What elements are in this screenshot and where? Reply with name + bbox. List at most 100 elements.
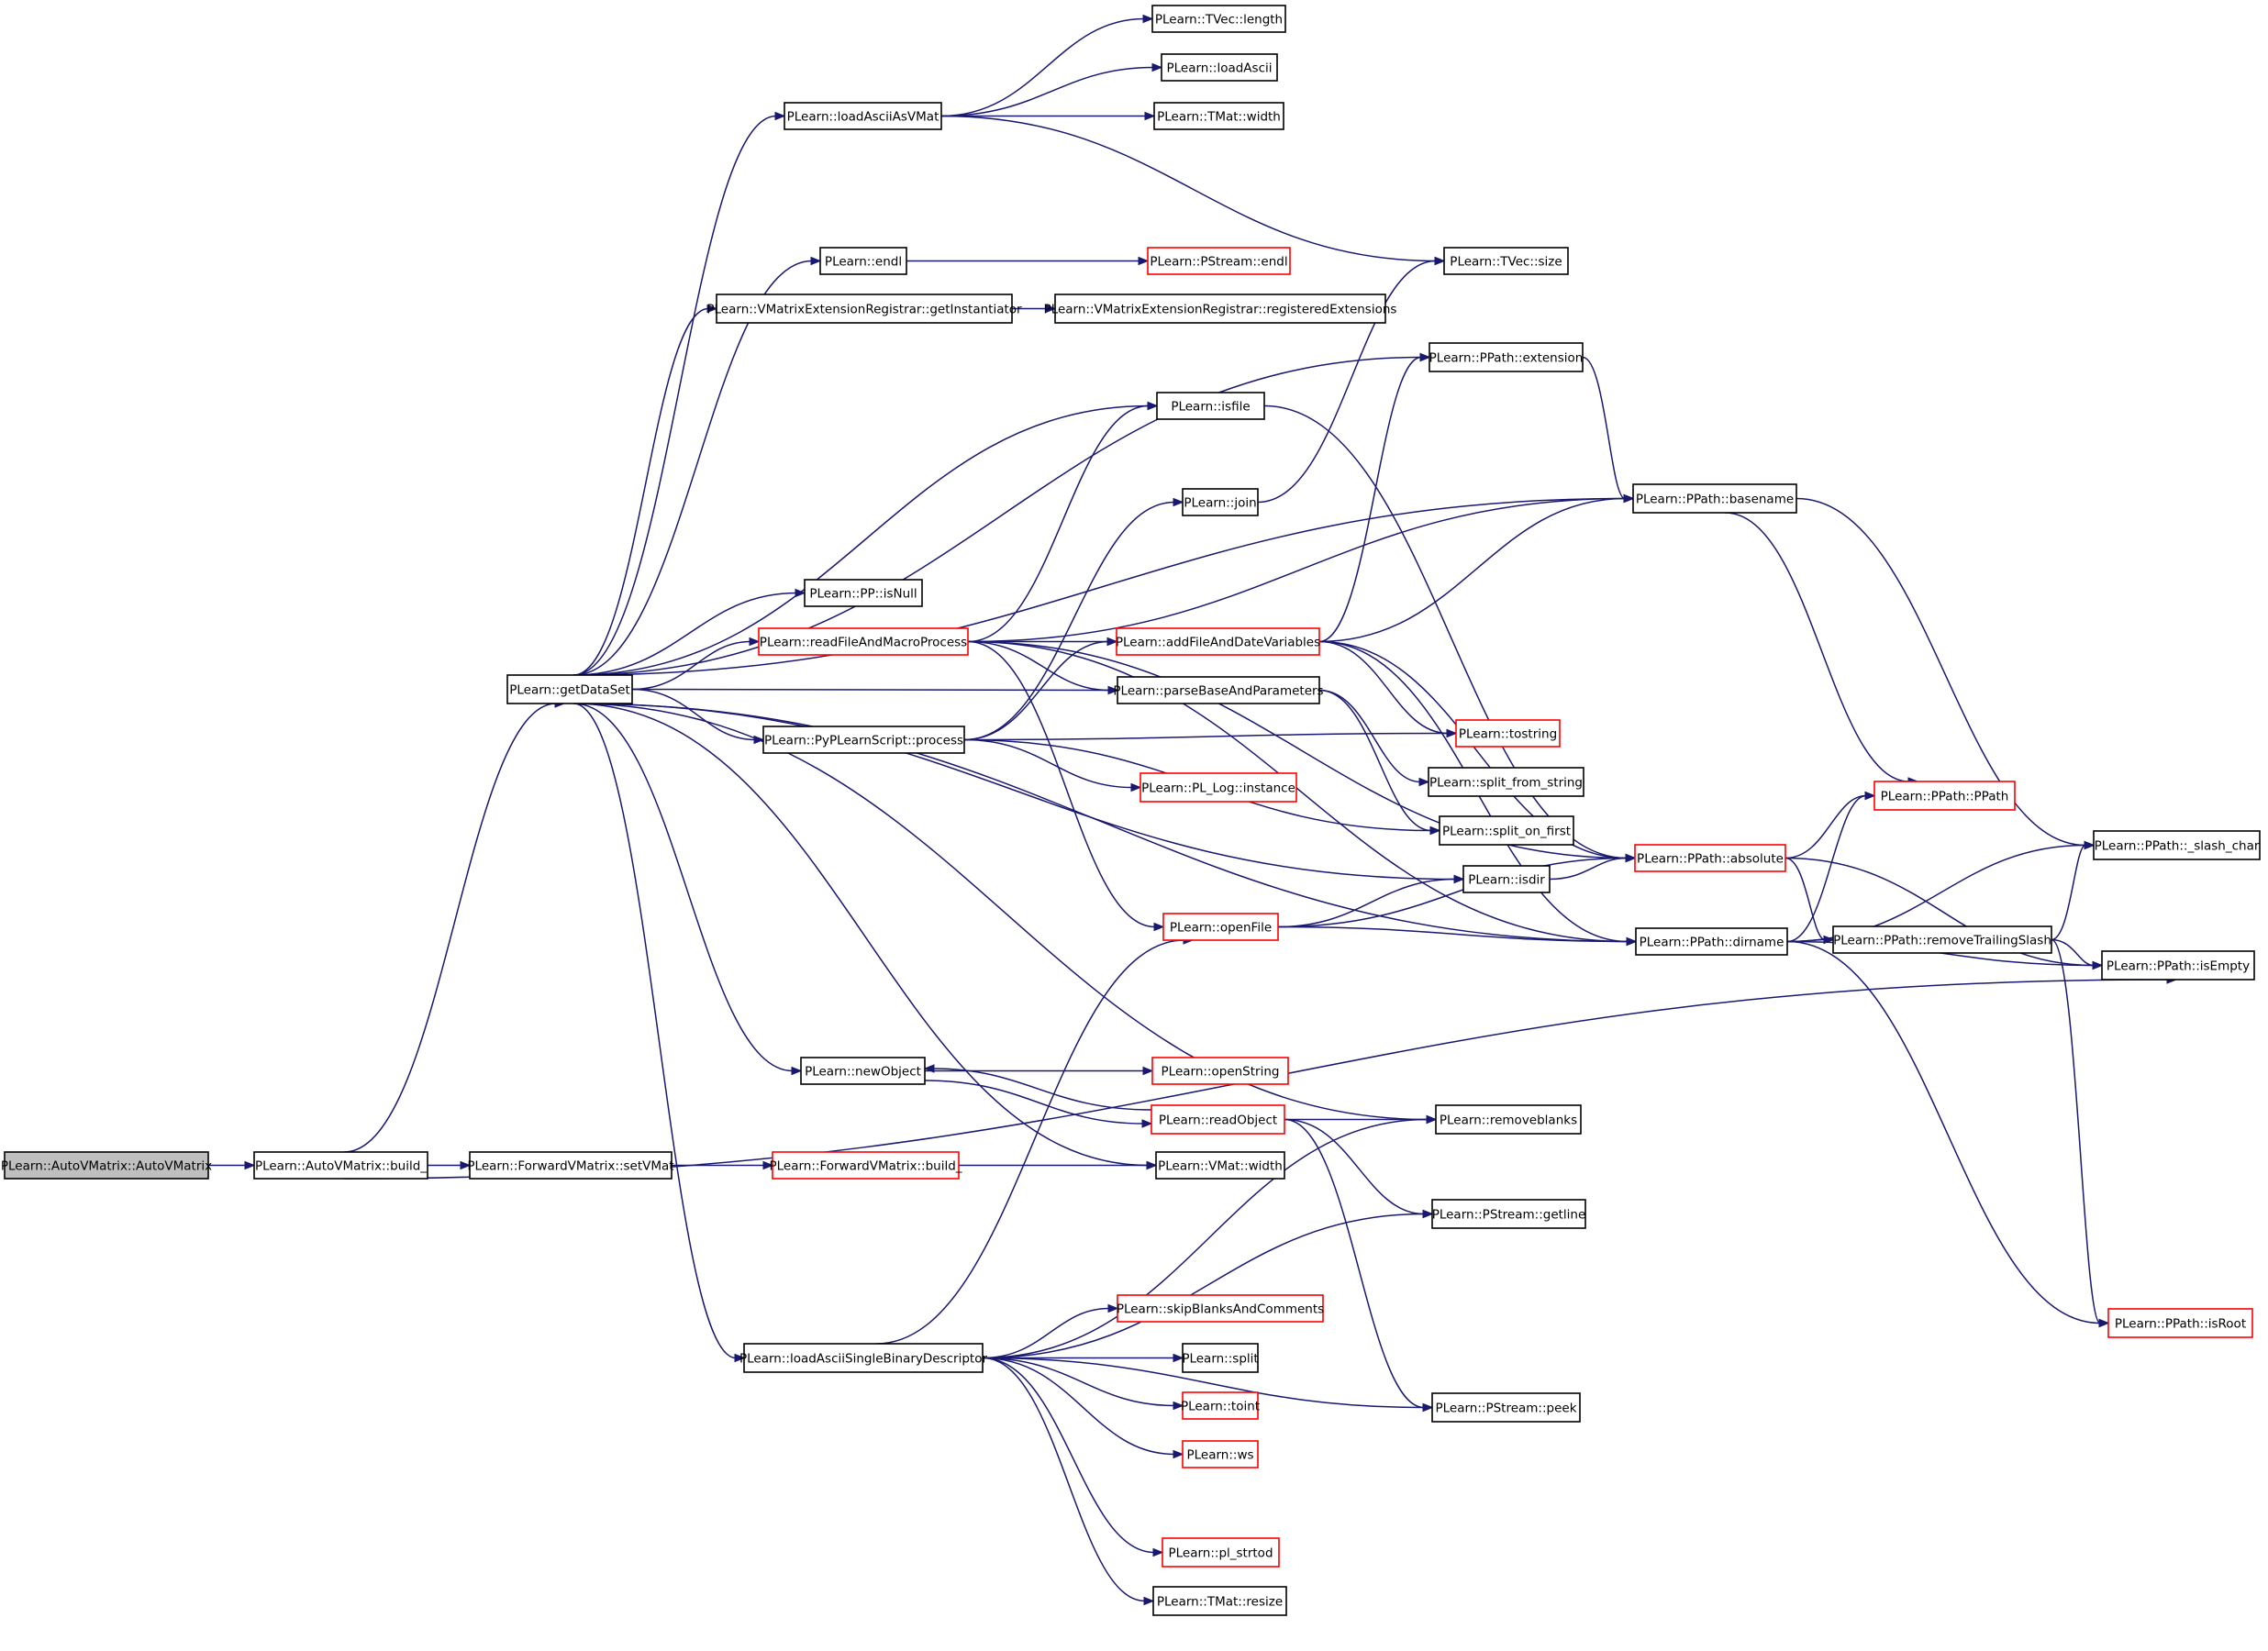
node-box-endl[interactable]	[819, 247, 907, 275]
node-box-parseBase[interactable]	[1117, 676, 1320, 704]
node-parseBase[interactable]: PLearn::parseBaseAndParameters	[1113, 676, 1324, 704]
node-plstrtod[interactable]: PLearn::pl_strtod	[1162, 1537, 1280, 1568]
node-removeTrailing[interactable]: PLearn::PPath::removeTrailingSlash	[1832, 925, 2052, 954]
node-tmatwidth[interactable]: PLearn::TMat::width	[1153, 102, 1284, 130]
node-isEmpty[interactable]: PLearn::PPath::isEmpty	[2101, 950, 2255, 981]
node-box-ppathctor[interactable]	[1873, 781, 2016, 811]
node-box-plloginst[interactable]	[1140, 772, 1297, 803]
node-tmatresize[interactable]: PLearn::TMat::resize	[1152, 1586, 1287, 1616]
node-ws[interactable]: PLearn::ws	[1182, 1440, 1259, 1468]
node-box-basename[interactable]	[1632, 483, 1797, 514]
node-isfile[interactable]: PLearn::isfile	[1156, 392, 1265, 420]
node-box-openString[interactable]	[1151, 1057, 1289, 1085]
node-ppathctor[interactable]: PLearn::PPath::PPath	[1873, 781, 2016, 811]
node-splitFromString[interactable]: PLearn::split_from_string	[1428, 767, 1584, 797]
node-readFileMacro[interactable]: PLearn::readFileAndMacroProcess	[758, 627, 969, 656]
node-join[interactable]: PLearn::join	[1182, 488, 1259, 516]
node-box-isdir[interactable]	[1462, 865, 1551, 893]
node-box-removeTrailing[interactable]	[1832, 925, 2052, 954]
node-box-tmatresize[interactable]	[1152, 1586, 1287, 1616]
node-root[interactable]: PLearn::AutoVMatrix::AutoVMatrix	[1, 1151, 212, 1180]
node-box-splitFromString[interactable]	[1428, 767, 1584, 797]
node-skipBlanks[interactable]: PLearn::skipBlanksAndComments	[1117, 1294, 1324, 1323]
node-build[interactable]: PLearn::AutoVMatrix::build_	[253, 1151, 428, 1180]
node-box-split[interactable]	[1182, 1343, 1259, 1373]
node-box-absolute[interactable]	[1634, 844, 1786, 872]
node-box-isRoot[interactable]	[2107, 1308, 2253, 1338]
node-registeredExt[interactable]: PLearn::VMatrixExtensionRegistrar::regis…	[1044, 294, 1397, 324]
node-loadAscii[interactable]: PLearn::loadAscii	[1161, 53, 1278, 82]
node-box-isNull[interactable]	[804, 579, 923, 607]
node-box-vmatwidth[interactable]	[1155, 1151, 1285, 1180]
node-peek[interactable]: PLearn::PStream::peek	[1431, 1392, 1581, 1423]
node-box-tmatwidth[interactable]	[1153, 102, 1284, 130]
node-box-splitOnFirst[interactable]	[1439, 815, 1574, 846]
node-box-isEmpty[interactable]	[2101, 950, 2255, 981]
node-process[interactable]: PLearn::PyPLearnScript::process	[762, 726, 965, 754]
node-box-tvecsize[interactable]	[1443, 247, 1569, 275]
node-box-getDataSet[interactable]	[506, 674, 633, 704]
node-fwdbuild[interactable]: PLearn::ForwardVMatrix::build_	[769, 1151, 962, 1180]
node-box-pstreamendl[interactable]	[1147, 247, 1291, 275]
node-box-slashchar[interactable]	[2093, 830, 2261, 860]
node-absolute[interactable]: PLearn::PPath::absolute	[1634, 844, 1786, 872]
node-split[interactable]: PLearn::split	[1182, 1343, 1259, 1373]
node-isRoot[interactable]: PLearn::PPath::isRoot	[2107, 1308, 2253, 1338]
node-box-fwdbuild[interactable]	[772, 1151, 960, 1180]
node-box-dirname[interactable]	[1635, 927, 1788, 956]
node-box-extension[interactable]	[1429, 342, 1584, 372]
node-box-build[interactable]	[253, 1151, 428, 1180]
node-endl[interactable]: PLearn::endl	[819, 247, 907, 275]
node-splitOnFirst[interactable]: PLearn::split_on_first	[1439, 815, 1574, 846]
node-isdir[interactable]: PLearn::isdir	[1462, 865, 1551, 893]
node-basename[interactable]: PLearn::PPath::basename	[1632, 483, 1797, 514]
node-box-setVMat[interactable]	[469, 1151, 673, 1180]
node-box-getline[interactable]	[1431, 1199, 1586, 1229]
node-box-readFileMacro[interactable]	[758, 627, 969, 656]
node-getInstantiator[interactable]: PLearn::VMatrixExtensionRegistrar::getIn…	[706, 294, 1022, 324]
node-plloginst[interactable]: PLearn::PL_Log::instance	[1140, 772, 1297, 803]
node-readObject[interactable]: PLearn::readObject	[1151, 1104, 1285, 1135]
node-box-join[interactable]	[1182, 488, 1259, 516]
node-tvecsize[interactable]: PLearn::TVec::size	[1443, 247, 1569, 275]
node-toint[interactable]: PLearn::toint	[1181, 1391, 1260, 1420]
node-getDataSet[interactable]: PLearn::getDataSet	[506, 674, 633, 704]
node-box-openFile[interactable]	[1162, 913, 1279, 941]
node-dirname[interactable]: PLearn::PPath::dirname	[1635, 927, 1788, 956]
node-box-tveclength[interactable]	[1151, 5, 1286, 33]
node-box-toint[interactable]	[1182, 1391, 1259, 1420]
node-setVMat[interactable]: PLearn::ForwardVMatrix::setVMat	[467, 1151, 674, 1180]
node-box-process[interactable]	[762, 726, 965, 754]
node-box-root[interactable]	[4, 1151, 209, 1180]
node-box-readObject[interactable]	[1151, 1104, 1285, 1135]
node-box-getInstantiator[interactable]	[716, 294, 1013, 324]
node-box-tostring[interactable]	[1455, 719, 1561, 748]
node-loadSingleBin[interactable]: PLearn::loadAsciiSingleBinaryDescriptor	[739, 1343, 987, 1373]
node-box-isfile[interactable]	[1156, 392, 1265, 420]
node-box-plstrtod[interactable]	[1162, 1537, 1280, 1568]
node-box-ws[interactable]	[1182, 1440, 1259, 1468]
node-box-addFileDate[interactable]	[1116, 627, 1320, 656]
node-getline[interactable]: PLearn::PStream::getline	[1431, 1199, 1586, 1229]
node-isNull[interactable]: PLearn::PP::isNull	[804, 579, 923, 607]
node-box-newObject[interactable]	[800, 1057, 926, 1085]
node-tostring[interactable]: PLearn::tostring	[1455, 719, 1561, 748]
node-slashchar[interactable]: PLearn::PPath::_slash_char	[2093, 830, 2261, 860]
node-box-loadAscii[interactable]	[1161, 53, 1278, 82]
node-box-peek[interactable]	[1431, 1392, 1581, 1423]
node-openString[interactable]: PLearn::openString	[1151, 1057, 1289, 1085]
node-addFileDate[interactable]: PLearn::addFileAndDateVariables	[1116, 627, 1320, 656]
node-openFile[interactable]: PLearn::openFile	[1162, 913, 1279, 941]
node-loadAsciiAsVMat[interactable]: PLearn::loadAsciiAsVMat	[784, 102, 942, 130]
node-extension[interactable]: PLearn::PPath::extension	[1429, 342, 1584, 372]
node-removeblanks[interactable]: PLearn::removeblanks	[1435, 1104, 1582, 1135]
node-pstreamendl[interactable]: PLearn::PStream::endl	[1147, 247, 1291, 275]
node-newObject[interactable]: PLearn::newObject	[800, 1057, 926, 1085]
node-vmatwidth[interactable]: PLearn::VMat::width	[1155, 1151, 1285, 1180]
node-box-registeredExt[interactable]	[1054, 294, 1386, 324]
node-box-skipBlanks[interactable]	[1117, 1294, 1324, 1323]
node-box-loadAsciiAsVMat[interactable]	[784, 102, 942, 130]
node-box-removeblanks[interactable]	[1435, 1104, 1582, 1135]
node-tveclength[interactable]: PLearn::TVec::length	[1151, 5, 1286, 33]
node-box-loadSingleBin[interactable]	[743, 1343, 984, 1373]
